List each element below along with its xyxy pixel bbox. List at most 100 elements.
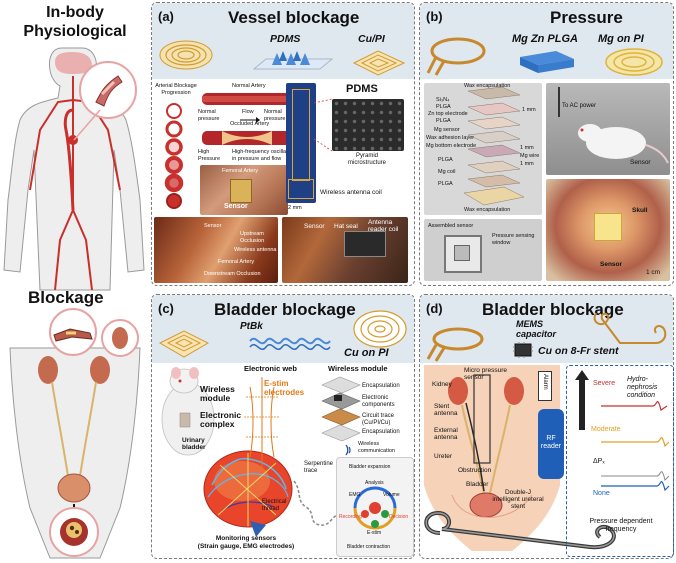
surgery-femoral: Femoral Artery [218,259,255,265]
artery-zoom-icon [79,61,137,119]
material-mg-zn-plga: Mg Zn PLGA [512,33,578,45]
serpentine-trace [293,480,345,526]
coil-strip [292,89,310,181]
panel-b-title: Pressure [550,8,623,27]
electronic-complex-label: Electronic complex [200,411,250,429]
mems-label: MEMS capacitor [516,319,566,339]
scale-2mm: 2 mm [288,205,302,211]
cycle-analysis: Analysis [365,480,384,486]
layer-label-9: Mg coil [438,169,456,175]
title-line-1: In-body [46,4,104,21]
severity-arrow [575,370,589,430]
layer-label-0: Wax encapsulation [464,83,511,89]
ac-power-label: To AC power [562,103,597,109]
hydro-label: Hydro- nephrosis condition [627,376,658,399]
layer-label-6: Wax adhesion layer [426,135,475,141]
monitoring-subtitle: (Strain gauge, EMG electrodes) [197,542,295,550]
assembled-label: Assembled sensor [428,223,474,229]
wireless-comm-label: Wireless communication [358,441,395,454]
pyramid-sem-photo [332,99,404,151]
obstruction-label: Obstruction [458,467,492,474]
rf-reader: RF reader [538,409,564,479]
rat-illustration [161,367,215,456]
blockage-title: Blockage [28,288,104,307]
surgery-upstream: Upstream Occlusion [240,231,265,244]
kidney-label: Kidney [432,381,452,388]
photo-sensor-label: Sensor [304,223,325,230]
material-cu-pi: Cu/PI [358,33,385,45]
exploded-layer-view: Wax encapsulation Si₃N₄ PLGA Zn top elec… [424,83,542,215]
progression-label: Arterial Blockage Progression [154,83,198,97]
progression-text: Arterial Blockage Progression [155,83,197,96]
surgery-photo-right: Sensor Hat seal Antenna reader coil [282,217,408,283]
surgery-wireless: Wireless antenna [234,247,277,253]
sensor-window [454,245,470,261]
in-body-title: In-body Physiological [0,3,150,41]
electronic-complex-text: Electronic complex [200,410,242,429]
layer-right-0: 1 mm [522,107,536,113]
kidney-zoom-icon [101,319,139,357]
implanted-sensor [594,213,622,241]
delta-label: ΔPₓ [593,458,605,465]
vessel-zoom-icon [49,308,97,356]
alarm-box: Alarm [538,371,552,401]
normal-artery-tube [202,93,292,105]
serpentine-wire-icon [249,337,331,350]
layer-label-5: Mg sensor [434,127,460,133]
plga-slab-icon [520,51,574,73]
rf-reader-label: RF reader [540,435,562,450]
estim-text: E-stim electrodes [264,379,305,397]
wireless-module-title: Wireless module [328,364,388,373]
layer-label-2: PLGA [436,104,451,110]
mouse-sensor-label: Sensor [630,159,651,166]
bladder-cycle-diagram: Bladder expansion Analysis EMG Volume Re… [336,457,414,557]
mouse-body [578,124,669,164]
assembled-sensor-photo: Assembled sensor Pressure sensing window [424,219,542,281]
material-cu-on-pi-c: Cu on PI [344,347,389,359]
cycle-decision: Decision [389,514,409,520]
oscillation-label: High-frequency oscillations in pressure … [232,149,298,162]
occluded-artery-label: Occluded Artery [230,121,270,127]
layer-label-7: Mg bottom electrode [426,143,477,149]
moderate-label: Moderate [591,426,621,433]
power-cable [558,87,560,117]
skull-sensor-label: Sensor [600,261,623,268]
progression-circles [164,103,184,209]
none-label: None [593,490,610,497]
lower-body-figure [9,347,141,559]
normal-artery-label: Normal Artery [232,83,266,89]
antenna-coil-label: Wireless antenna coil [320,189,382,196]
thread-arrow [250,521,266,537]
panel-a-title: Vessel blockage [228,8,360,27]
photo-reader-label: Antenna reader coil [368,219,399,233]
surgery-sensor: Sensor [204,223,222,229]
window-label: Pressure sensing window [492,233,535,246]
reader-coil-block [344,231,386,257]
pyramid-label: Pyramid microstructure [347,153,386,166]
mems-chip-icon [513,342,533,358]
sensor-patch [230,179,252,203]
layer-right-3: 1 mm [520,161,534,167]
square-coil-icon [352,50,406,76]
stack-label-1: Electronic components [362,395,395,408]
mg-spiral-icon [605,48,663,76]
serpentine-label: Serpentine trace [304,461,334,474]
micro-pressure-label: Micro pressure sensor [464,367,507,381]
bladder-sphere [203,450,293,528]
alarm-label: Alarm [542,374,548,390]
pdms-label: PDMS [346,83,378,95]
lower-torso-illustration [424,365,560,551]
mems-text: MEMS capacitor [516,319,557,339]
panel-c-title: Bladder blockage [214,300,356,319]
femoral-artery-label: Femoral Artery [222,168,259,174]
skull-label: Skull [632,207,648,214]
double-j-label: Double-J intelligent ureteral stent [492,489,544,510]
femoral-sensor-label: Sensor [224,203,248,210]
electronic-web-label: Electronic web [244,364,297,373]
material-mg-on-pi: Mg on PI [598,33,644,45]
layer-right-2: Mg wire [520,153,540,159]
spiral-coil-icon-c [353,310,407,348]
femoral-artery-photo: Femoral Artery Sensor [200,165,288,215]
coil-pad [288,179,314,199]
layer-right-1: 1 mm [520,145,534,151]
